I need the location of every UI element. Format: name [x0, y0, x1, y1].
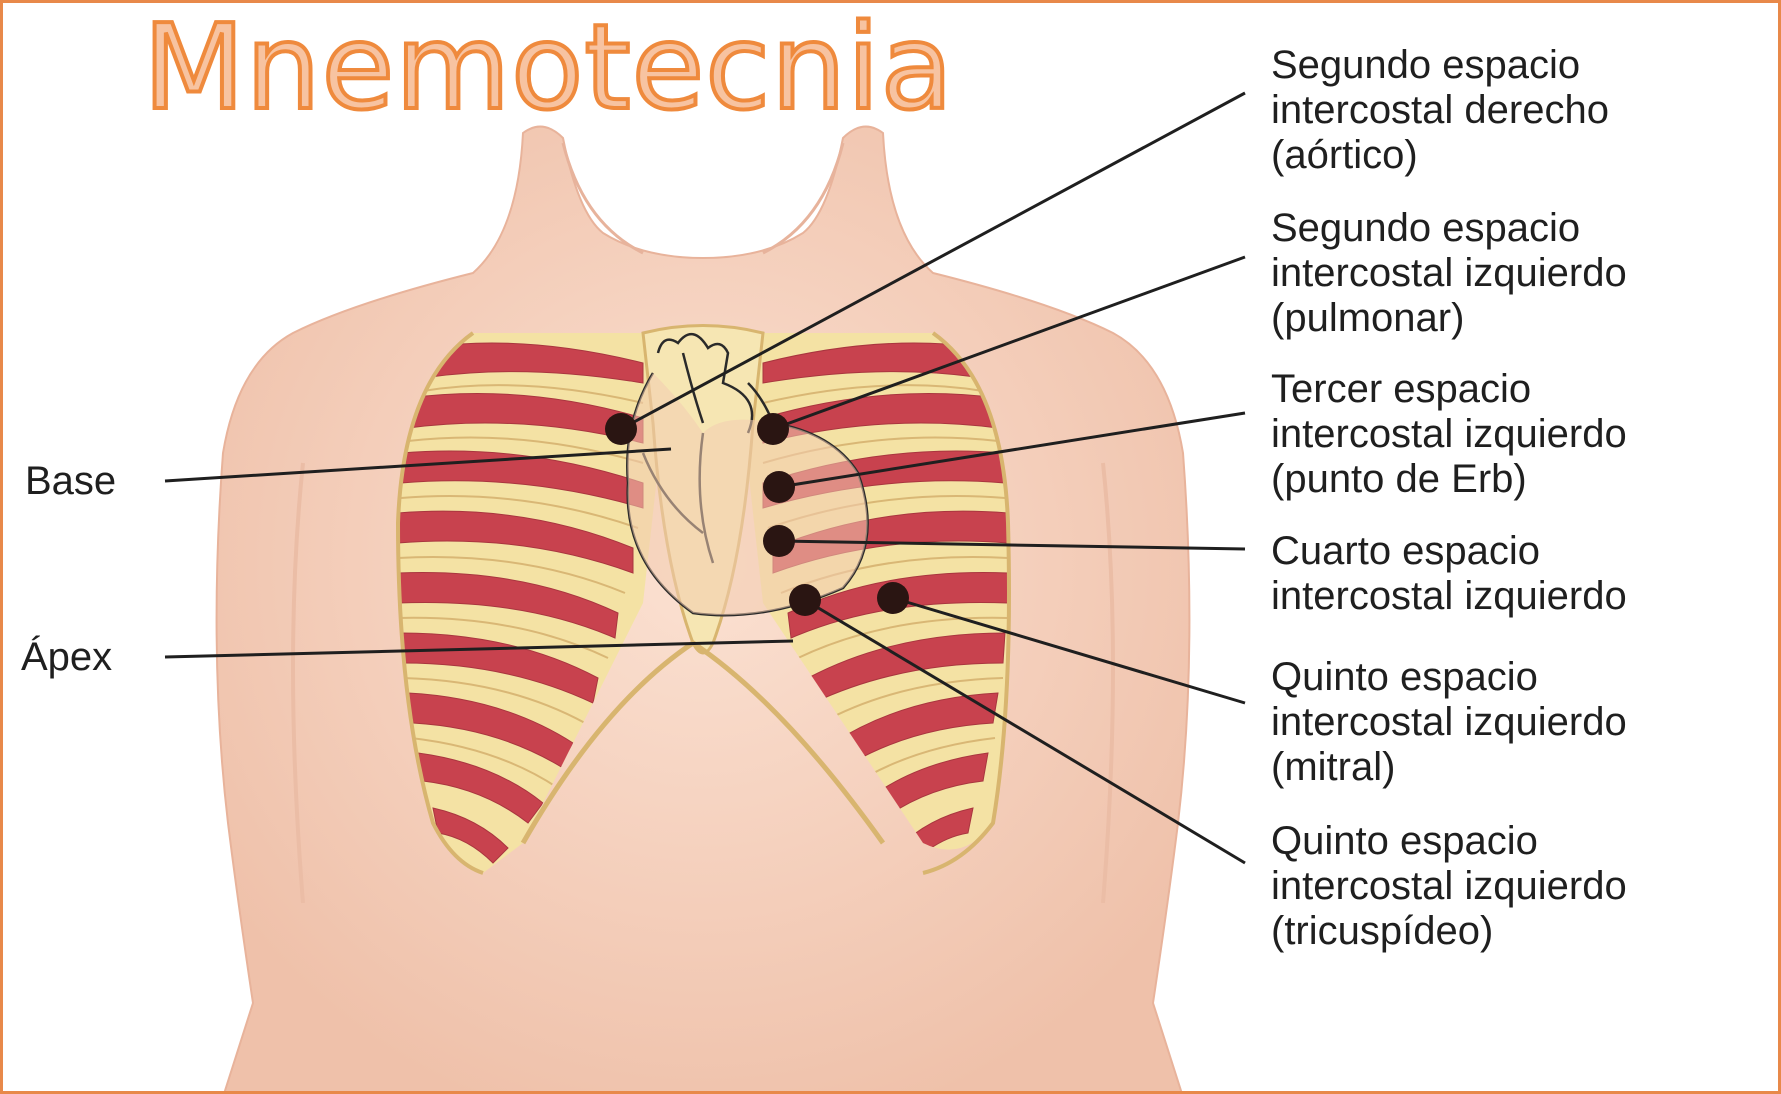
- callout-line: intercostal izquierdo: [1271, 412, 1627, 457]
- callout-line: (punto de Erb): [1271, 457, 1627, 502]
- callout-line: Quinto espacio: [1271, 655, 1627, 700]
- auscultation-point-erb: [763, 471, 795, 503]
- label-apex: Ápex: [21, 635, 112, 680]
- callout-line: intercostal izquierdo: [1271, 864, 1627, 909]
- callout-mitral: Quinto espacio intercostal izquierdo (mi…: [1271, 655, 1627, 790]
- callout-line: Segundo espacio: [1271, 206, 1627, 251]
- callout-line: (tricuspídeo): [1271, 909, 1627, 954]
- callout-line: intercostal derecho: [1271, 88, 1609, 133]
- auscultation-point-aortic: [605, 413, 637, 445]
- callout-fourth: Cuarto espacio intercostal izquierdo: [1271, 529, 1627, 619]
- callout-line: (mitral): [1271, 745, 1627, 790]
- callout-aortic: Segundo espacio intercostal derecho (aór…: [1271, 43, 1609, 178]
- callout-line: Segundo espacio: [1271, 43, 1609, 88]
- callout-erb: Tercer espacio intercostal izquierdo (pu…: [1271, 367, 1627, 502]
- callout-line: (pulmonar): [1271, 296, 1627, 341]
- auscultation-point-tricuspid: [789, 584, 821, 616]
- callout-line: intercostal izquierdo: [1271, 700, 1627, 745]
- auscultation-point-fourth: [763, 525, 795, 557]
- label-base: Base: [25, 459, 116, 504]
- page-title: Mnemotecnia: [143, 3, 954, 133]
- callout-line: Cuarto espacio: [1271, 529, 1627, 574]
- callout-line: (aórtico): [1271, 133, 1609, 178]
- callout-line: Quinto espacio: [1271, 819, 1627, 864]
- callout-tricuspid: Quinto espacio intercostal izquierdo (tr…: [1271, 819, 1627, 954]
- auscultation-point-pulmonary: [757, 413, 789, 445]
- auscultation-point-mitral: [877, 582, 909, 614]
- callout-line: intercostal izquierdo: [1271, 574, 1627, 619]
- callout-line: intercostal izquierdo: [1271, 251, 1627, 296]
- callout-line: Tercer espacio: [1271, 367, 1627, 412]
- callout-pulmonary: Segundo espacio intercostal izquierdo (p…: [1271, 206, 1627, 341]
